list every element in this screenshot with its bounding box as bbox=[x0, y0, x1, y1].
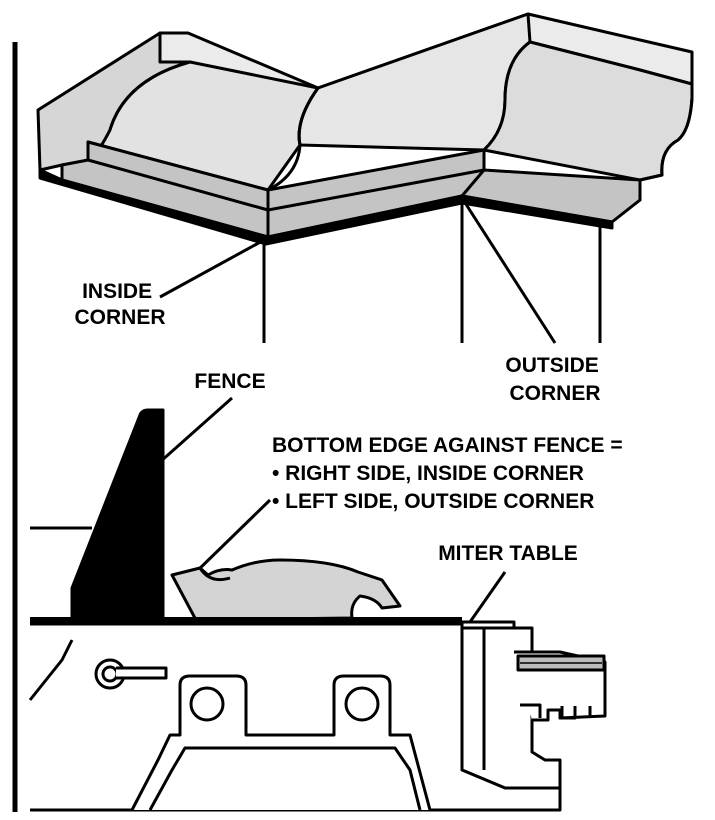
bottom-edge-note: BOTTOM EDGE AGAINST FENCE = • RIGHT SIDE… bbox=[272, 434, 628, 513]
inside-corner-line-1: INSIDE bbox=[82, 280, 152, 303]
base-left-chamfer bbox=[28, 639, 74, 701]
bottom-edge-heading: BOTTOM EDGE AGAINST FENCE = bbox=[272, 434, 623, 457]
molding-center-face bbox=[297, 12, 532, 152]
outside-corner-line-1: OUTSIDE bbox=[505, 354, 598, 377]
miter-table-label: MITER TABLE bbox=[438, 542, 578, 565]
bottom-edge-bullet-1: • RIGHT SIDE, INSIDE CORNER bbox=[272, 462, 584, 485]
mount-hole-right bbox=[344, 686, 380, 722]
base-arch-inner bbox=[148, 746, 422, 811]
miter-table-leader bbox=[468, 571, 507, 623]
inside-corner-line-2: CORNER bbox=[74, 306, 165, 329]
outside-corner-line-2: CORNER bbox=[509, 382, 600, 405]
molding-step-line bbox=[86, 142, 485, 212]
fence bbox=[70, 408, 165, 622]
molding-inside-corner-line bbox=[266, 87, 320, 237]
lock-knob-inner bbox=[101, 665, 119, 683]
crown-molding bbox=[36, 12, 694, 246]
miter-saw bbox=[28, 408, 607, 812]
corner-leaders bbox=[159, 197, 602, 344]
extension-arm-notches bbox=[520, 703, 592, 720]
fence-leader bbox=[159, 396, 233, 464]
molding-on-table bbox=[170, 558, 402, 622]
inside-corner-label: INSIDE CORNER bbox=[74, 280, 165, 329]
bottom-edge-bullet-2: • LEFT SIDE, OUTSIDE CORNER bbox=[272, 490, 594, 513]
mount-hole-left bbox=[189, 686, 225, 722]
fence-label: FENCE bbox=[194, 370, 265, 393]
molding-on-table-detail bbox=[198, 567, 231, 582]
bottom-edge-leader bbox=[192, 498, 272, 576]
outside-corner-label: OUTSIDE CORNER bbox=[505, 354, 604, 405]
inside-corner-pointer bbox=[159, 238, 265, 299]
molding-bottom-edge bbox=[38, 168, 614, 246]
table-surface bbox=[30, 617, 462, 624]
outside-corner-pointer bbox=[460, 197, 557, 344]
lock-lever[interactable] bbox=[116, 666, 168, 680]
